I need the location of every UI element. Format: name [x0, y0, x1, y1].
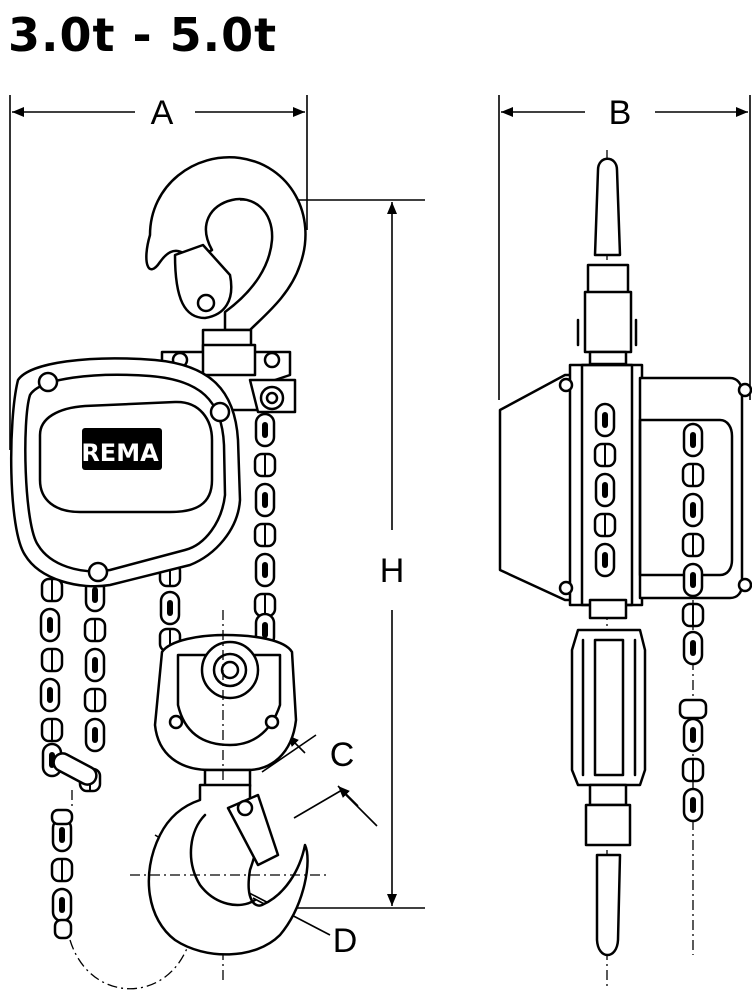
top-hook [145, 156, 307, 354]
hand-chain-left [39, 537, 191, 990]
label-c: C [330, 736, 355, 774]
dimension-a: A [9, 94, 308, 450]
side-view [498, 150, 752, 990]
label-d: D [333, 922, 358, 960]
label-a: A [151, 94, 174, 132]
load-chain-right [253, 412, 277, 648]
page-title: 3.0t - 5.0t [8, 8, 278, 62]
brand-badge [82, 428, 162, 470]
dimension-c: C [261, 734, 378, 827]
dimension-b: B [498, 94, 751, 400]
brand-label: REMA [81, 439, 159, 467]
load-chain-inner [158, 562, 182, 653]
label-h: H [380, 552, 405, 590]
lower-block [153, 610, 298, 980]
label-b: B [609, 94, 632, 132]
bottom-hook [130, 783, 330, 956]
front-view: REMA [9, 156, 330, 990]
top-bracket [160, 343, 297, 414]
housing: REMA [9, 357, 242, 588]
